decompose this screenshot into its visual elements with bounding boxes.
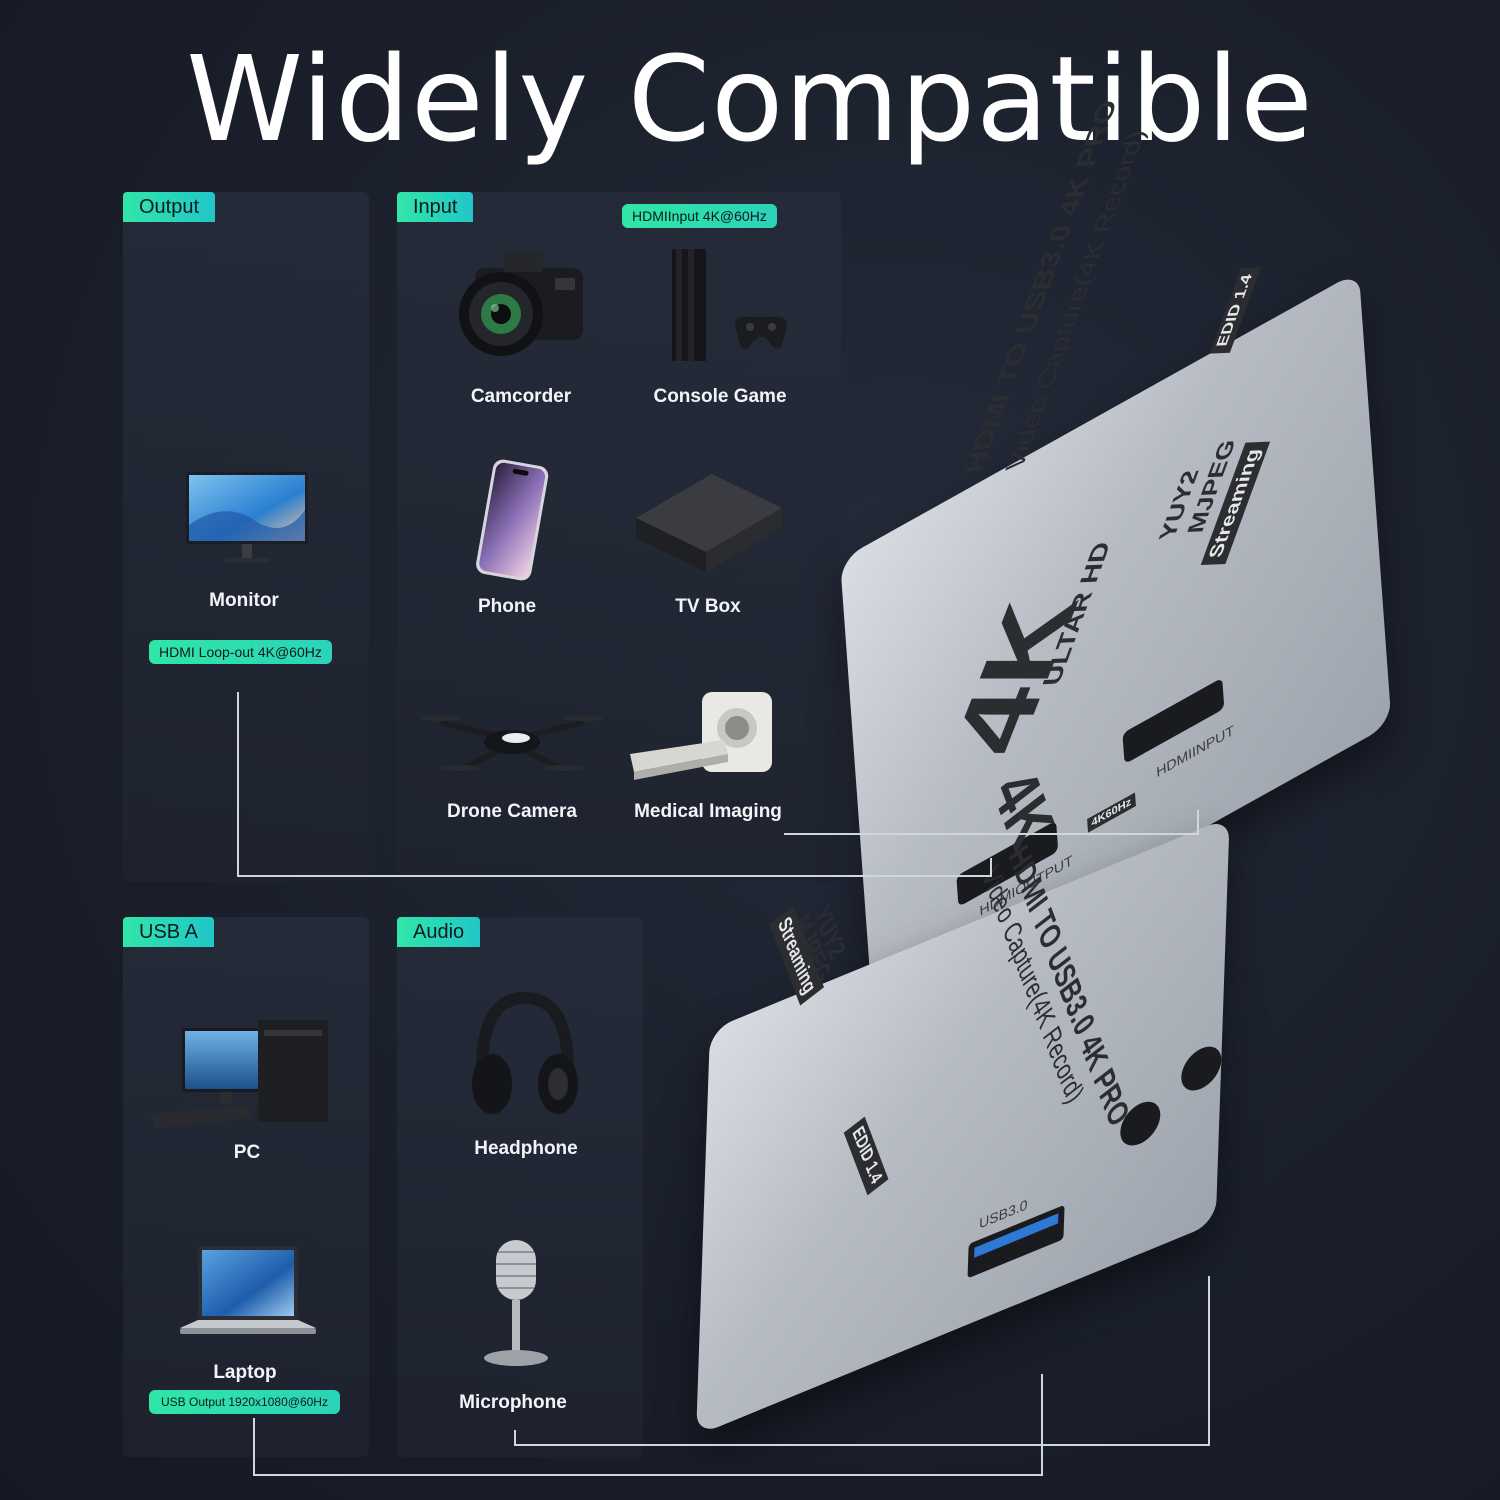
page-title: Widely Compatible bbox=[186, 30, 1314, 168]
console-icon bbox=[672, 249, 787, 361]
connector-audio-riser bbox=[1208, 1276, 1210, 1446]
connector-usb-horizontal bbox=[253, 1474, 1043, 1476]
usb-a-tag: USB A bbox=[123, 917, 214, 947]
medical-scanner-icon bbox=[630, 692, 772, 780]
audio-tag: Audio bbox=[397, 917, 481, 947]
device-top-port-badge: 4K60Hz bbox=[1087, 792, 1136, 833]
connector-usb-vertical bbox=[253, 1418, 255, 1476]
drone-icon bbox=[420, 715, 604, 773]
camcorder-label: Camcorder bbox=[470, 386, 572, 407]
connector-audio-vertical bbox=[514, 1430, 516, 1446]
connector-output-horizontal bbox=[237, 875, 992, 877]
laptop-label: Laptop bbox=[213, 1362, 277, 1383]
drone-camera-label: Drone Camera bbox=[447, 801, 577, 822]
phone-label: Phone bbox=[477, 596, 537, 617]
desktop-pc-icon bbox=[150, 1020, 328, 1128]
connector-input-vertical bbox=[1197, 810, 1199, 835]
camera-icon bbox=[459, 252, 583, 356]
device-top-edid: EDID 1.4 bbox=[1209, 267, 1262, 354]
pc-label: PC bbox=[233, 1142, 261, 1163]
input-tag: Input bbox=[397, 192, 474, 222]
headphone-label: Headphone bbox=[474, 1138, 578, 1159]
tv-box-icon bbox=[636, 474, 782, 572]
connector-usb-riser bbox=[1041, 1374, 1043, 1476]
connector-input-horizontal bbox=[784, 833, 1199, 835]
device-bottom-edid: EDID 1.4 bbox=[843, 1116, 889, 1196]
monitor-icon bbox=[186, 472, 308, 563]
hdmi-input-pill: HDMIInput 4K@60Hz bbox=[622, 204, 777, 228]
medical-imaging-label: Medical Imaging bbox=[634, 801, 782, 822]
usb-output-pill: USB Output 1920x1080@60Hz bbox=[149, 1390, 340, 1414]
hdmi-input-port bbox=[1122, 677, 1225, 765]
usb-panel bbox=[123, 917, 369, 1457]
connector-output-riser bbox=[990, 858, 992, 877]
tv-box-label: TV Box bbox=[675, 596, 741, 617]
laptop-icon bbox=[180, 1246, 316, 1334]
connector-audio-horizontal bbox=[514, 1444, 1210, 1446]
audio-panel bbox=[397, 917, 643, 1457]
microphone-label: Microphone bbox=[459, 1392, 567, 1413]
loop-out-pill: HDMI Loop-out 4K@60Hz bbox=[149, 640, 332, 664]
console-game-label: Console Game bbox=[653, 386, 787, 407]
output-tag: Output bbox=[123, 192, 216, 222]
phone-icon bbox=[476, 459, 549, 581]
headphone-icon bbox=[472, 991, 578, 1114]
monitor-label: Monitor bbox=[209, 590, 279, 611]
connector-output-vertical bbox=[237, 692, 239, 877]
microphone-icon bbox=[484, 1240, 548, 1366]
headphone-jack bbox=[1180, 1040, 1223, 1098]
